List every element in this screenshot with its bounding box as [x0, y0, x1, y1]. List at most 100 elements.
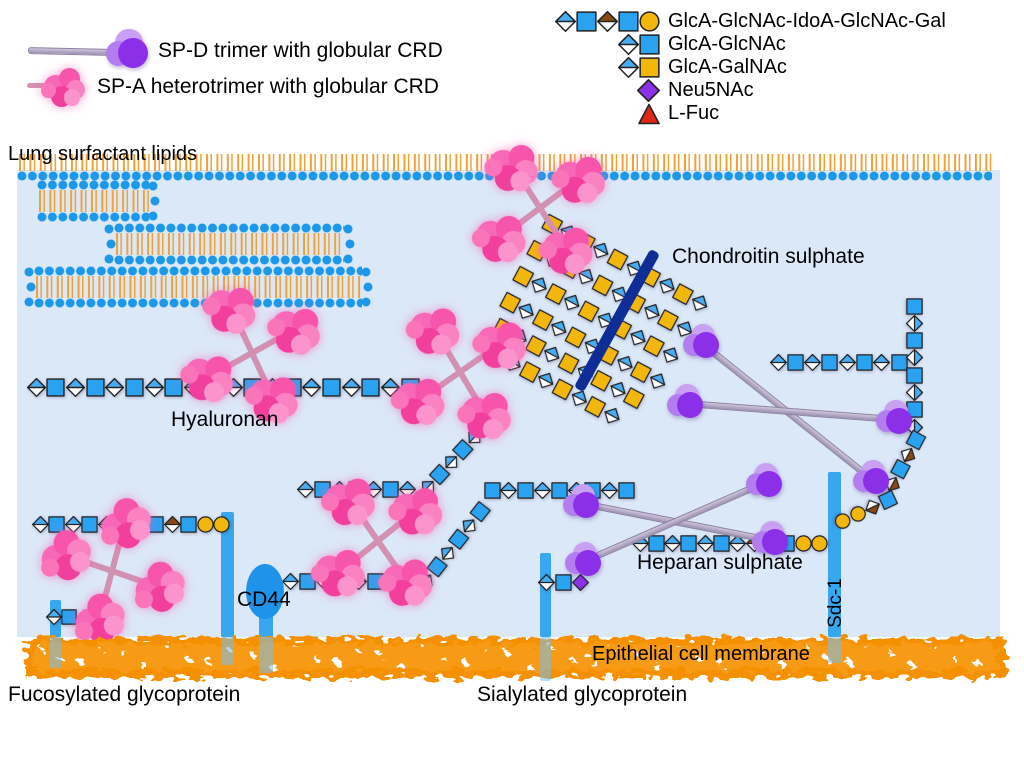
glcnac-glyph — [618, 481, 635, 499]
epithelial-membrane-band — [26, 638, 1006, 678]
glca-glyph — [608, 282, 631, 305]
glcnac-glyph — [648, 534, 665, 552]
gal-glyph — [196, 515, 214, 533]
glca-glyph — [31, 515, 49, 533]
glca-glyph — [606, 378, 629, 401]
legend-spa-stalk — [27, 83, 53, 88]
glcnac-glyph — [550, 481, 568, 499]
neu-glyph — [637, 79, 661, 103]
gal-glyph — [847, 503, 868, 524]
glca-glyph — [906, 384, 924, 402]
galnac-glyph — [657, 308, 680, 331]
fucosylated-stem-membrane-overlay — [221, 637, 234, 665]
sialylated-stem-membrane-overlay — [540, 637, 551, 681]
glca-glyph — [600, 404, 623, 427]
glycan-glyph-sequence — [548, 79, 661, 103]
legend-row-label: GlcA-GlcNAc-IdoA-GlcNAc-Gal — [668, 10, 946, 32]
lipid-bilayer-end-cap — [360, 266, 373, 308]
galnac-glyph — [639, 57, 660, 78]
glcnac-glyph — [483, 481, 501, 499]
legend-row: GlcA-GlcNAc-IdoA-GlcNAc-Gal — [548, 10, 946, 33]
glca-glyph — [26, 377, 46, 397]
glca-glyph — [646, 369, 669, 392]
glca-glyph — [548, 317, 571, 340]
fucosylated-short-stem-membrane-overlay — [50, 637, 61, 668]
glcnac-glyph — [906, 332, 924, 349]
glca-glyph — [555, 11, 577, 33]
glcnac-glyph — [322, 377, 341, 397]
glca-glyph — [46, 609, 63, 626]
spa-rosette — [548, 149, 612, 208]
fucosylated-glycoprotein-label: Fucosylated glycoprotein — [8, 683, 241, 706]
glcnac-glyph — [48, 515, 65, 533]
glca-glyph — [528, 273, 551, 296]
spa-rosette — [385, 481, 447, 538]
glcnac-glyph — [361, 377, 381, 397]
galnac-glyph — [518, 360, 541, 383]
spa-rosette — [318, 472, 380, 529]
glcnac-glyph — [576, 11, 597, 32]
galnac-glyph — [630, 360, 653, 383]
glca-glyph — [515, 299, 538, 322]
galnac-glyph — [512, 265, 535, 288]
lipid-bilayer-end-cap — [147, 180, 160, 222]
legend-row: GlcA-GalNAc — [548, 56, 946, 79]
sialylated-stem — [540, 553, 551, 637]
neu-glyph — [571, 573, 589, 591]
glca-glyph — [590, 239, 613, 262]
hyaluronan-label: Hyaluronan — [171, 408, 279, 431]
spd-crd-head — [752, 521, 790, 557]
gal-glyph — [794, 534, 812, 552]
glca-glyph — [302, 377, 322, 397]
glcnac-glyph — [85, 377, 105, 397]
idoa-glyph — [897, 444, 919, 466]
spa-rosette — [468, 208, 532, 267]
galnac-glyph — [564, 325, 587, 348]
glcnac-glyph — [787, 353, 804, 371]
glca-glyph — [906, 314, 924, 332]
glca-glyph — [568, 386, 591, 409]
legend-spa-label: SP-A heterotrimer with globular CRD — [97, 75, 439, 98]
glycan-glyph-sequence — [548, 103, 660, 125]
legend-spd-stalk — [27, 46, 119, 56]
glcnac-glyph — [164, 377, 184, 397]
surfactant-lipid-bilayer — [34, 266, 362, 308]
galnac-glyph — [672, 282, 695, 305]
glcnac-glyph — [125, 377, 144, 397]
glcnac-glyph — [451, 438, 474, 461]
glca-glyph — [804, 353, 822, 371]
spd-crd-head — [853, 460, 891, 496]
glcnac-glyph — [856, 353, 873, 371]
glcnac-glyph — [905, 429, 927, 451]
galnac-glyph — [584, 395, 607, 418]
legend-row-label: GlcA-GlcNAc — [668, 33, 786, 55]
galnac-glyph — [531, 308, 554, 331]
glcnac-glyph — [381, 480, 399, 498]
glca-glyph — [575, 265, 598, 288]
glycan-glyph-sequence — [548, 34, 660, 56]
galnac-glyph — [643, 334, 666, 357]
glcnac-glyph — [877, 489, 899, 511]
glca-glyph — [618, 34, 640, 56]
glca-glyph — [769, 353, 787, 371]
glcnac-glyph — [713, 534, 730, 552]
glcnac-glyph — [180, 515, 197, 533]
idoa-glyph — [882, 473, 904, 495]
glca-glyph — [535, 369, 558, 392]
sialylated-glycoprotein-label: Sialylated glycoprotein — [477, 683, 688, 706]
spa-rosette — [535, 220, 599, 279]
sdc1-label: Sdc-1 — [825, 578, 846, 628]
glycan-legend: GlcA-GlcNAc-IdoA-GlcNAc-Gal GlcA-GlcNAc … — [548, 10, 946, 125]
idoa-glyph — [597, 11, 619, 33]
glcnac-glyph — [618, 11, 639, 32]
glycan-glyph-sequence — [548, 11, 660, 33]
glca-glyph — [688, 291, 711, 314]
gal-glyph — [833, 510, 854, 531]
lipid-bilayer-end-cap — [342, 223, 355, 265]
glcnac-glyph — [447, 528, 469, 551]
glca-glyph — [659, 343, 682, 366]
glcnac-glyph — [680, 534, 698, 552]
glcnac-glyph — [906, 366, 924, 384]
legend-row-label: Neu5NAc — [668, 79, 754, 101]
